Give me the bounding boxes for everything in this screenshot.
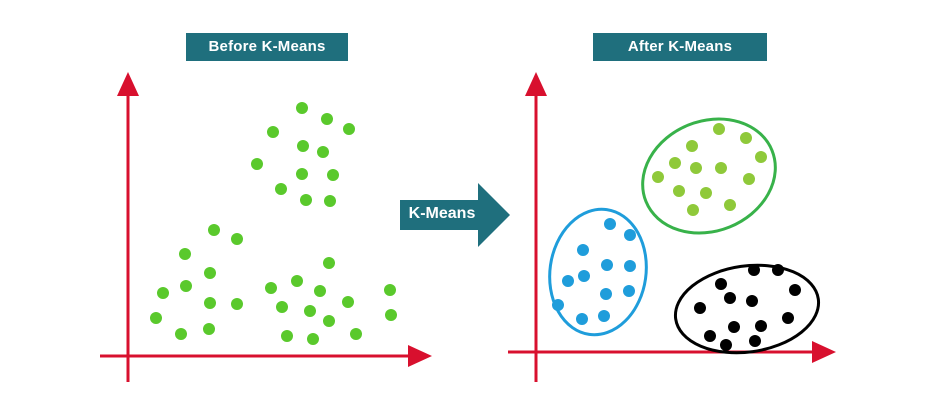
cluster-point-blue (604, 218, 616, 230)
before-data-point (203, 323, 215, 335)
before-y-arrowhead (117, 72, 139, 96)
before-data-point (231, 233, 243, 245)
before-data-point (304, 305, 316, 317)
cluster-point-black (789, 284, 801, 296)
cluster-point-blue (624, 229, 636, 241)
before-data-point (208, 224, 220, 236)
before-data-point (204, 297, 216, 309)
before-data-point (324, 195, 336, 207)
before-data-point (323, 257, 335, 269)
cluster-outline-black (673, 263, 821, 355)
cluster-point-black (772, 264, 784, 276)
before-data-point (291, 275, 303, 287)
cluster-point-green (724, 199, 736, 211)
cluster-point-black (715, 278, 727, 290)
cluster-point-green (673, 185, 685, 197)
before-kmeans-title: Before K-Means (186, 33, 348, 61)
after-points (552, 123, 801, 351)
cluster-point-green (687, 204, 699, 216)
cluster-point-black (728, 321, 740, 333)
cluster-point-green (690, 162, 702, 174)
cluster-point-green (652, 171, 664, 183)
cluster-point-black (755, 320, 767, 332)
cluster-point-black (720, 339, 732, 351)
cluster-point-green (743, 173, 755, 185)
cluster-outline-green (641, 117, 777, 235)
before-data-point (323, 315, 335, 327)
cluster-point-blue (577, 244, 589, 256)
before-data-point (265, 282, 277, 294)
cluster-point-green (740, 132, 752, 144)
cluster-point-black (749, 335, 761, 347)
before-data-point (204, 267, 216, 279)
before-data-point (231, 298, 243, 310)
before-data-point (342, 296, 354, 308)
cluster-point-black (694, 302, 706, 314)
before-data-point (300, 194, 312, 206)
before-data-point (179, 248, 191, 260)
before-data-point (180, 280, 192, 292)
cluster-point-blue (600, 288, 612, 300)
after-kmeans-title: After K-Means (593, 33, 767, 61)
before-data-point (350, 328, 362, 340)
before-data-point (297, 140, 309, 152)
cluster-point-black (782, 312, 794, 324)
cluster-point-black (724, 292, 736, 304)
cluster-point-blue (552, 299, 564, 311)
before-data-point (385, 309, 397, 321)
cluster-point-green (713, 123, 725, 135)
before-data-point (251, 158, 263, 170)
cluster-point-blue (562, 275, 574, 287)
before-data-point (267, 126, 279, 138)
cluster-point-blue (576, 313, 588, 325)
cluster-point-blue (598, 310, 610, 322)
cluster-point-blue (578, 270, 590, 282)
after-x-arrowhead (812, 341, 836, 363)
before-data-point (296, 168, 308, 180)
before-data-point (281, 330, 293, 342)
kmeans-transform-arrow (400, 183, 510, 247)
cluster-point-green (715, 162, 727, 174)
cluster-point-black (746, 295, 758, 307)
before-data-point (150, 312, 162, 324)
before-data-point (314, 285, 326, 297)
before-data-point (296, 102, 308, 114)
cluster-point-green (700, 187, 712, 199)
cluster-point-black (748, 264, 760, 276)
before-data-point (321, 113, 333, 125)
before-data-point (175, 328, 187, 340)
before-data-point (384, 284, 396, 296)
before-data-point (276, 301, 288, 313)
before-data-point (275, 183, 287, 195)
kmeans-arrow-label: K-Means (408, 205, 476, 222)
after-y-arrowhead (525, 72, 547, 96)
after-axes (508, 72, 836, 382)
cluster-point-blue (624, 260, 636, 272)
before-points (150, 102, 397, 345)
cluster-point-green (686, 140, 698, 152)
before-x-arrowhead (408, 345, 432, 367)
cluster-point-green (669, 157, 681, 169)
cluster-point-blue (601, 259, 613, 271)
before-axes (100, 72, 432, 382)
before-data-point (343, 123, 355, 135)
before-data-point (157, 287, 169, 299)
cluster-point-green (755, 151, 767, 163)
before-data-point (327, 169, 339, 181)
cluster-point-blue (623, 285, 635, 297)
cluster-point-black (704, 330, 716, 342)
cluster-outline-blue (548, 207, 648, 337)
before-data-point (307, 333, 319, 345)
before-data-point (317, 146, 329, 158)
